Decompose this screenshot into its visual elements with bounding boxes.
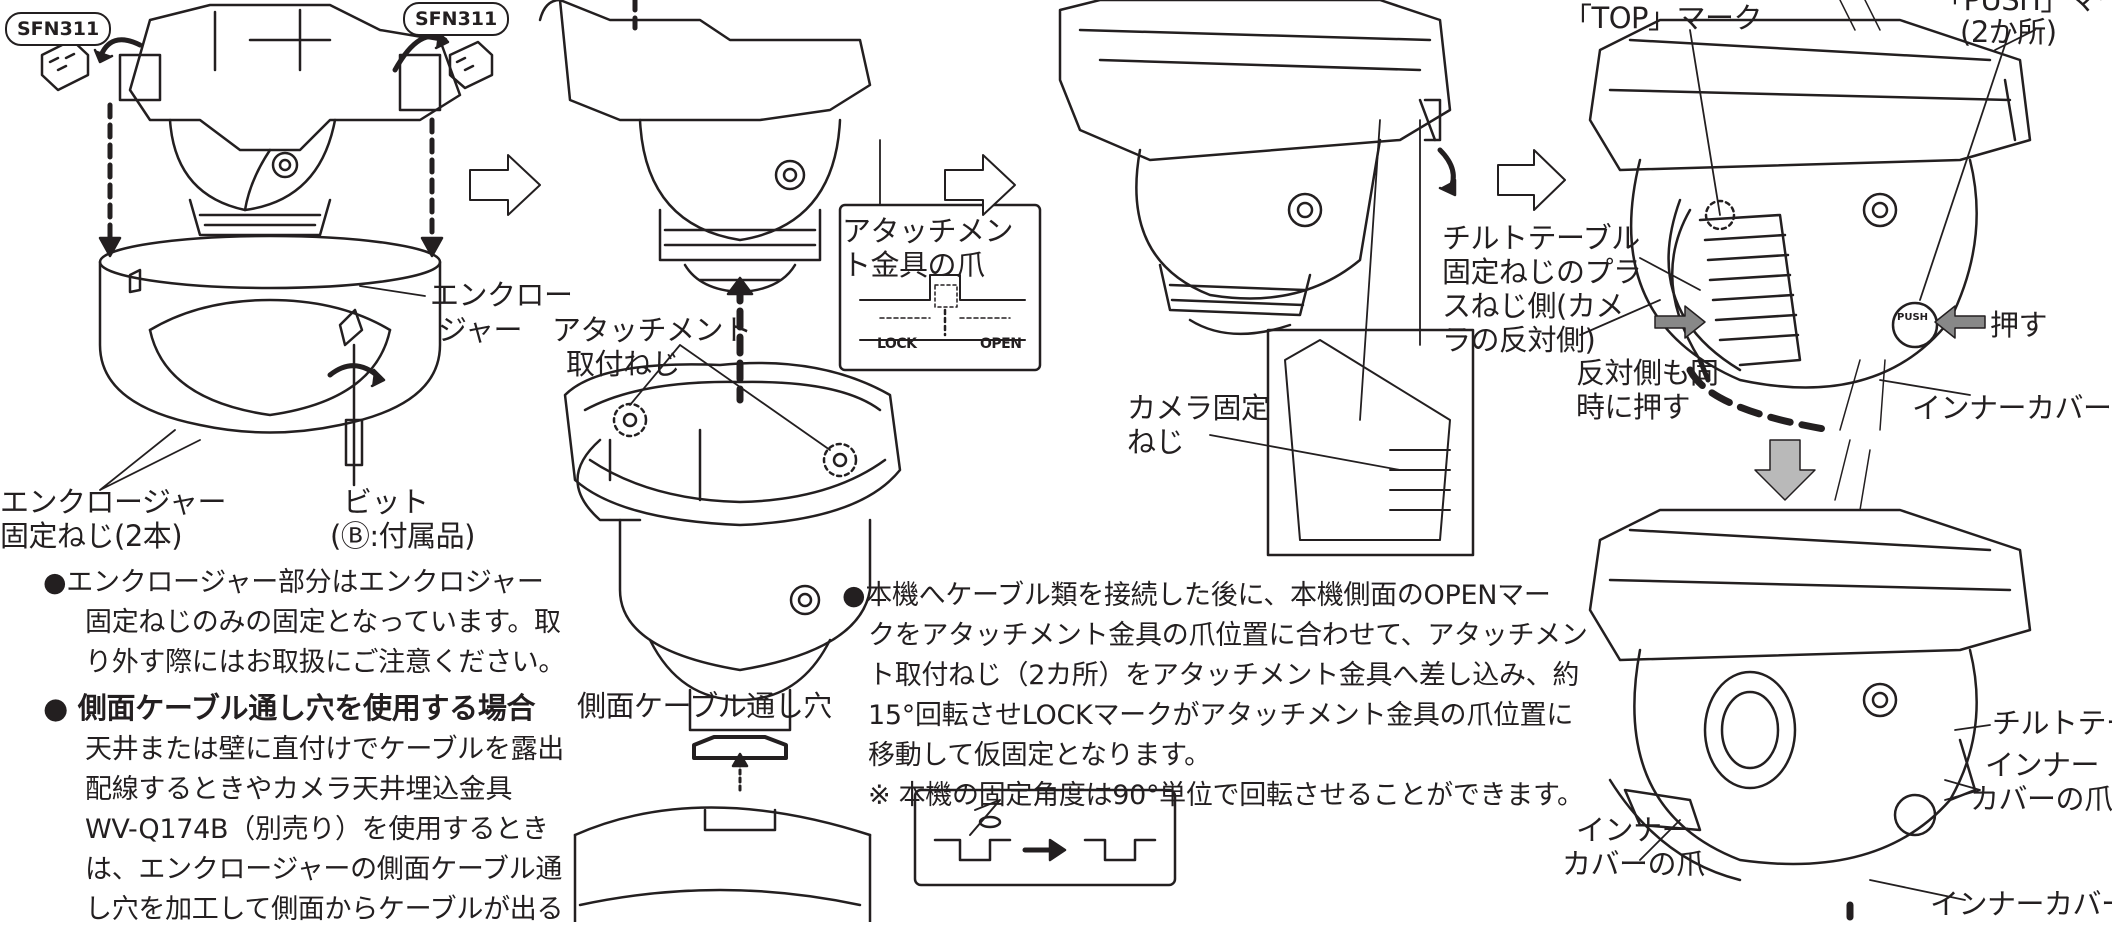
camera-tilted-illustration	[1058, 0, 1452, 336]
camera-inner-cover-illustration-2	[1588, 508, 2032, 882]
label-open: OPEN	[980, 336, 1022, 352]
connector-left-icon	[40, 38, 90, 92]
note3-line2: クをアタッチメント金具の爪位置に合わせて、アタッチメン	[868, 620, 1588, 651]
press-arrow-left	[1654, 305, 1706, 339]
claw-zoom-box	[838, 203, 1042, 372]
camera-body-illustration-1	[118, 3, 462, 237]
label-inner-claw-left-line1: インナー	[1576, 813, 1691, 847]
step-arrow-2	[944, 154, 1016, 216]
label-tilt-screw-line2: 固定ねじのプラ	[1442, 255, 1642, 289]
label-enclosure-screws-line2: 固定ねじ(2本)	[0, 519, 183, 553]
label-bit-line2: (Ⓑ:付属品)	[330, 519, 475, 553]
note2-line2: 配線するときやカメラ天井埋込金具	[85, 774, 513, 805]
camera-base-illustration	[618, 518, 872, 732]
label-tilt-screw-line3: スねじ側(カメ	[1442, 289, 1624, 323]
label-inner-cover: インナーカバー	[1912, 391, 2112, 425]
label-inner-cover-2: インナーカバー	[1930, 887, 2112, 921]
side-cable-hole-illustration	[573, 735, 872, 922]
label-enclosure-line1: エンクロー	[430, 278, 573, 312]
note1-line1: ●エンクロージャー部分はエンクロジャー	[43, 567, 544, 598]
label-attachment-screw-line2: 取付ねじ	[566, 347, 681, 381]
step-arrow-down	[1754, 439, 1816, 501]
label-claw-line1: アタッチメン	[842, 214, 1014, 248]
bit-tool-icon	[327, 343, 386, 487]
label-opposite-line1: 反対側も同	[1576, 356, 1719, 390]
label-camera-screw-line2: ねじ	[1127, 425, 1185, 459]
note2-heading: ● 側面ケーブル通し穴を使用する場合	[43, 691, 536, 725]
note2-line5: し穴を加工して側面からケーブルが出る	[85, 894, 564, 925]
note2-line4: は、エンクロージャーの側面ケーブル通	[85, 854, 563, 885]
label-opposite-line2: 時に押す	[1576, 390, 1691, 424]
label-lock: LOCK	[877, 336, 917, 352]
label-side-cable-hole: 側面ケーブル通し穴	[577, 689, 832, 723]
label-camera-screw-line1: カメラ固定	[1127, 391, 1270, 425]
label-inner-claw-right-line2: カバーの爪	[1970, 782, 2112, 816]
connector-badge-right: SFN311	[403, 2, 510, 36]
label-press: 押す	[1990, 308, 2048, 342]
label-push-mark-line2: (2か所)	[1960, 15, 2057, 49]
step-arrow-3	[1497, 149, 1566, 211]
note3-line1: ●本機へケーブル類を接続した後に、本機側面のOPENマー	[842, 580, 1551, 611]
step-arrow-1	[469, 154, 541, 216]
label-top-mark: 「TOP」マーク	[1563, 1, 1763, 35]
note3-line3: ト取付ねじ（2カ所）をアタッチメント金具へ差し込み、約	[868, 660, 1580, 691]
camera-inner-cover-illustration-1	[1588, 18, 2032, 389]
label-inner-claw-left-line2: カバーの爪	[1562, 847, 1705, 881]
cable-hole-cut-box	[913, 788, 1177, 887]
dashed-guide-lines	[107, 102, 435, 248]
label-enclosure-screws-line1: エンクロージャー	[0, 485, 226, 519]
label-inner-claw-right-line1: インナー	[1985, 748, 2100, 782]
label-bit-line1: ビット	[343, 485, 429, 519]
label-enclosure-line2: ジャー	[438, 313, 523, 347]
connector-right-icon	[448, 40, 494, 90]
note1-line3: り外す際にはお取扱にご注意ください。	[85, 647, 566, 678]
camera-body-illustration-2	[538, 0, 872, 294]
attachment-bracket-illustration	[563, 361, 902, 527]
note3-line4: 15°回転させLOCKマークがアタッチメント金具の爪位置に	[868, 700, 1574, 731]
push-mark: PUSH	[1897, 312, 1929, 323]
press-arrow-right	[1934, 305, 1986, 339]
connector-badge-left: SFN311	[5, 12, 112, 46]
label-push-mark-line1: 「PUSH」マーク	[1935, 0, 2112, 17]
note3-line5: 移動して仮固定となります。	[868, 740, 1211, 771]
note2-line1: 天井または壁に直付けでケーブルを露出	[85, 734, 564, 765]
note2-line3: WV-Q174B（別売り）を使用するとき	[85, 814, 549, 845]
note1-line2: 固定ねじのみの固定となっています。取	[85, 607, 561, 638]
label-tilt-screw-line4: ラの反対側)	[1442, 323, 1596, 357]
label-claw-line2: ト金具の爪	[842, 248, 985, 282]
label-tilt-table: チルトテーブル	[1992, 706, 2112, 740]
enclosure-dome-illustration	[98, 234, 442, 434]
note3-line6: ※ 本機の固定角度は90°単位で回転させることができます。	[868, 780, 1584, 811]
label-attachment-screw-line1: アタッチメント	[552, 313, 752, 347]
label-tilt-screw-line1: チルトテーブル	[1442, 221, 1640, 255]
camera-screw-zoom-box	[1266, 328, 1475, 557]
